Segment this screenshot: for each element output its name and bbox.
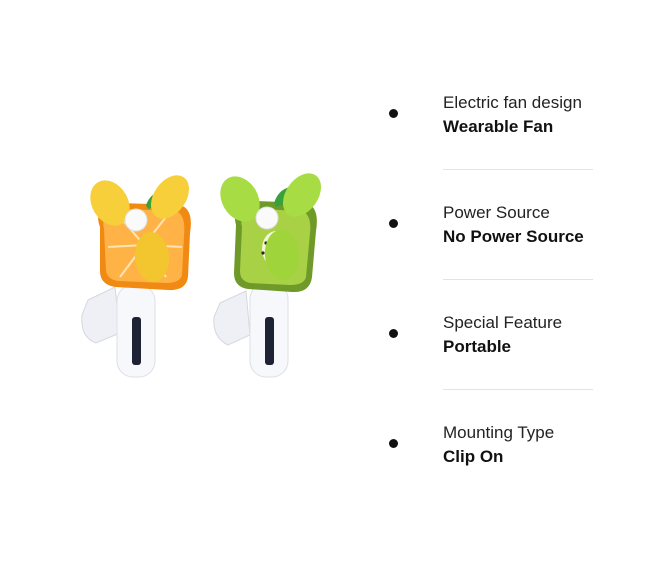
spec-value: No Power Source [443,227,584,246]
spec-list: Electric fan design Wearable Fan Power S… [384,83,604,523]
fruit-fan-icon [81,173,322,378]
orange-fan [81,175,191,378]
bullet-icon [389,109,398,118]
spec-row-mounting-type: Mounting Type Clip On [384,413,604,523]
bullet-icon [389,219,398,228]
kiwi-fan [213,173,322,378]
spec-name: Electric fan design [443,93,582,112]
spec-value: Clip On [443,447,504,466]
bullet-icon [389,439,398,448]
spec-row-electric-fan-design: Electric fan design Wearable Fan [384,83,604,193]
spec-value: Wearable Fan [443,117,554,136]
product-image [70,165,340,390]
spec-name: Power Source [443,203,550,222]
spec-row-special-feature: Special Feature Portable [384,303,604,413]
spec-row-power-source: Power Source No Power Source [384,193,604,303]
divider [443,389,593,390]
spec-name: Special Feature [443,313,563,332]
divider [443,279,593,280]
bullet-icon [389,329,398,338]
divider [443,169,593,170]
spec-value: Portable [443,337,512,356]
spec-name: Mounting Type [443,423,555,442]
